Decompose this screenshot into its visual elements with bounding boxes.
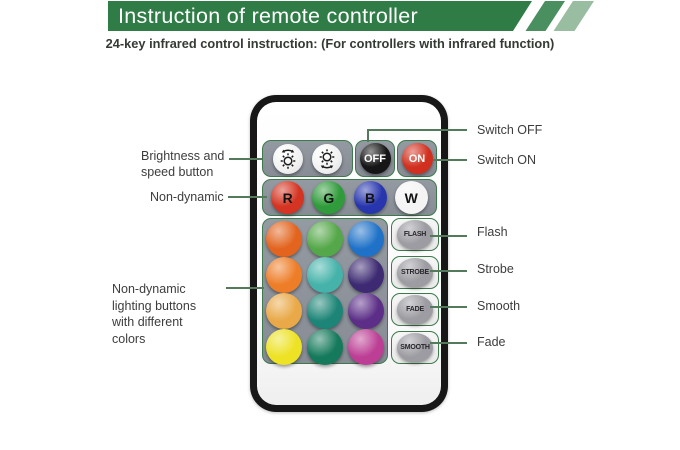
red-button[interactable]: R [271, 181, 305, 214]
color-button[interactable] [265, 221, 302, 257]
flash-button[interactable]: FLASH [397, 220, 433, 249]
page-title: Instruction of remote controller [118, 3, 418, 28]
color-button[interactable] [348, 221, 385, 257]
color-button[interactable] [265, 257, 302, 293]
brightness-button-pad [262, 140, 353, 177]
blue-button[interactable]: B [353, 181, 387, 214]
sun-arrow-down-icon [320, 148, 335, 168]
label-color-buttons: Non-dynamic lighting buttons with differ… [112, 282, 197, 346]
on-button-pad: ON [397, 140, 437, 177]
header-banner: Instruction of remote controller [108, 1, 532, 31]
color-button[interactable] [306, 257, 343, 293]
smooth-button[interactable]: SMOOTH [397, 332, 433, 362]
color-grid-pad [262, 218, 388, 365]
strobe-button[interactable]: STROBE [397, 257, 433, 287]
callout-line-strobe [430, 270, 467, 272]
color-button[interactable] [306, 221, 343, 257]
brightness-speed-up-button[interactable] [272, 143, 303, 174]
callout-line-color-buttons [226, 287, 264, 289]
switch-on-button[interactable]: ON [401, 143, 433, 174]
color-button[interactable] [306, 293, 343, 329]
label-smooth: Smooth [477, 299, 521, 313]
color-button[interactable] [265, 329, 302, 365]
color-button[interactable] [265, 293, 302, 329]
brightness-speed-down-button[interactable] [312, 143, 343, 174]
on-button-label: ON [408, 152, 426, 165]
mode-button-column: FLASH STROBE FADE SMOOTH [391, 218, 439, 364]
label-switch-off: Switch OFF [477, 123, 543, 137]
off-button-pad: OFF [355, 140, 395, 177]
label-switch-on: Switch ON [477, 153, 537, 167]
fade-button-pad: FADE [391, 293, 439, 326]
label-brightness-speed: Brightness and speed button [141, 149, 225, 179]
rgbw-button-pad: R G B W [262, 179, 437, 216]
strobe-button-pad: STROBE [391, 255, 439, 289]
callout-line-switch-off [367, 129, 467, 131]
remote-controller: OFF ON R G B W [250, 95, 448, 412]
callout-line-non-dynamic [228, 196, 267, 198]
color-button[interactable] [306, 329, 343, 365]
white-button[interactable]: W [394, 181, 428, 214]
fade-button[interactable]: FADE [397, 295, 433, 324]
color-button[interactable] [348, 329, 385, 365]
callout-line-flash [430, 235, 467, 237]
callout-line-brightness [229, 158, 262, 160]
green-button[interactable]: G [312, 181, 346, 214]
label-fade: Fade [477, 335, 506, 349]
color-button[interactable] [348, 257, 385, 293]
flash-button-pad: FLASH [391, 218, 439, 251]
label-flash: Flash [477, 225, 508, 239]
subtitle: 24-key infrared control instruction: (Fo… [105, 36, 555, 51]
callout-line-fade [430, 342, 467, 344]
off-button-label: OFF [364, 152, 386, 165]
smooth-button-pad: SMOOTH [391, 330, 439, 364]
color-button[interactable] [348, 293, 385, 329]
sun-arrow-up-icon [280, 149, 295, 169]
callout-line-switch-on [433, 159, 467, 161]
label-non-dynamic: Non-dynamic [150, 190, 224, 204]
callout-line-off-vertical [367, 129, 369, 142]
switch-off-button[interactable]: OFF [359, 143, 391, 174]
label-strobe: Strobe [477, 262, 514, 276]
callout-line-smooth [430, 306, 467, 308]
